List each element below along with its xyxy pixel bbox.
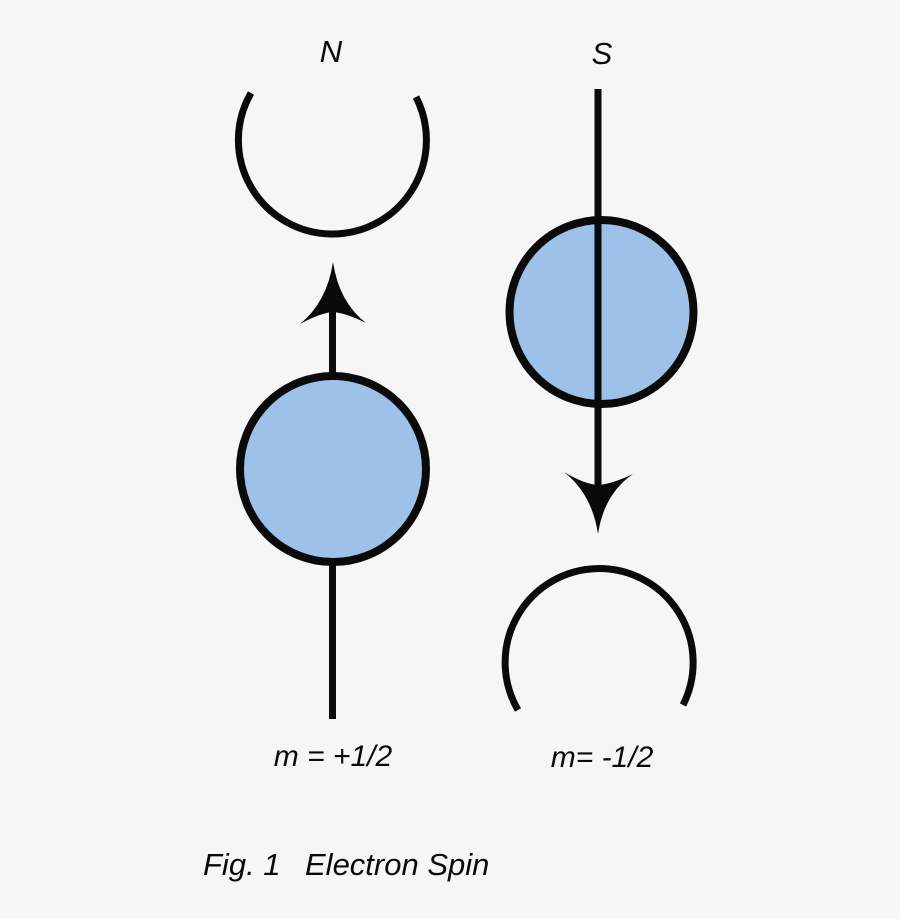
pole-arc-open-top <box>234 91 430 238</box>
spin-down-group: S m= -1/2 <box>501 36 698 774</box>
caption-group: Fig. 1 Electron Spin <box>203 847 489 882</box>
caption-title: Electron Spin <box>305 847 489 882</box>
caption-fig-number: Fig. 1 <box>203 847 281 882</box>
south-pole-label: S <box>592 36 613 71</box>
up-arrowhead-icon <box>300 262 366 324</box>
north-pole-label: N <box>320 34 343 69</box>
pole-arc-open-bottom <box>501 565 697 712</box>
spin-down-m-label: m= -1/2 <box>551 741 654 774</box>
spin-up-m-label: m = +1/2 <box>274 740 393 773</box>
down-arrowhead-icon <box>564 472 633 534</box>
electron-spin-up-circle <box>236 372 430 566</box>
spin-up-group: N m = +1/2 <box>234 34 430 773</box>
